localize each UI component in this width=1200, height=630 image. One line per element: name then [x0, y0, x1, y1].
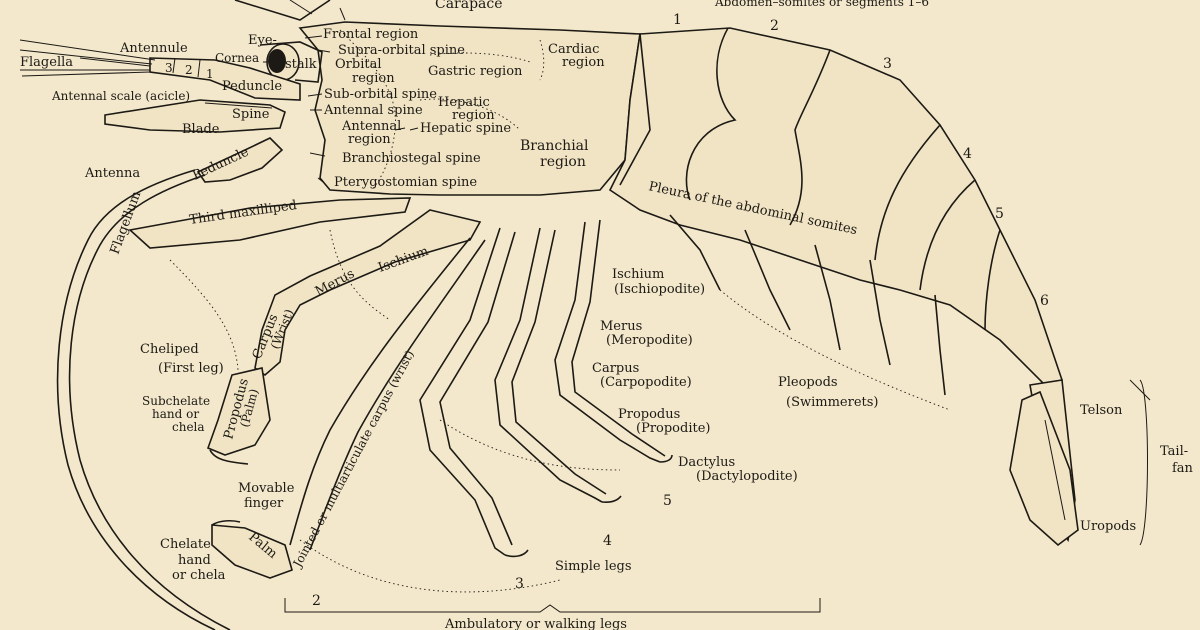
label-frontal-region: Frontal region — [323, 27, 419, 42]
label-orbital-1: Orbital — [335, 57, 381, 72]
label-antennal-spine: Antennal spine — [323, 103, 423, 118]
label-movable-1: Movable — [238, 481, 295, 496]
label-hepatic-spine: Hepatic spine — [420, 121, 511, 136]
label-antennule: Antennule — [119, 41, 188, 56]
label-chelate-1: Chelate — [160, 537, 211, 552]
label-carpus-leg-1: Carpus — [592, 361, 639, 376]
label-propodus-leg-2: (Propodite) — [636, 421, 710, 436]
label-suborbital-spine: Sub-orbital spine — [324, 87, 437, 102]
label-subchelate-3: chela — [172, 420, 205, 434]
label-tailfan-1: Tail- — [1160, 444, 1188, 459]
label-seg-4: 4 — [963, 146, 972, 162]
label-carapace: Carapace — [435, 0, 503, 12]
label-chelate-3: or chela — [172, 568, 226, 583]
shrimp-body-drawing — [19, 0, 1079, 630]
label-cornea: Cornea — [215, 51, 259, 65]
label-ischium-leg-2: (Ischiopodite) — [614, 282, 705, 297]
label-simple-legs: Simple legs — [555, 559, 632, 574]
label-carpus-leg-2: (Carpopodite) — [600, 375, 692, 390]
label-seg-1: 1 — [673, 12, 682, 28]
abdomen-outline — [608, 27, 1063, 392]
label-movable-2: finger — [244, 496, 284, 511]
label-seg-2: 2 — [770, 18, 779, 34]
label-eye: Eye- — [248, 33, 277, 48]
label-orbital-2: region — [352, 71, 395, 86]
label-leg-num-4: 4 — [603, 533, 612, 549]
label-dactylus-2: (Dactylopodite) — [696, 469, 798, 484]
label-seg-3: 3 — [883, 56, 892, 72]
label-abdomen: Abdomen–somites or segments 1–6 — [714, 0, 929, 9]
label-subchelate-1: Subchelate — [142, 394, 210, 408]
label-branchial-2: region — [540, 154, 586, 170]
label-walking-legs: Ambulatory or walking legs — [444, 617, 627, 630]
label-leg-num-2: 2 — [312, 593, 321, 609]
label-antenna: Antenna — [84, 166, 140, 181]
label-antennule-seg-3: 3 — [165, 61, 173, 75]
label-jointed-carpus: Jointed or multiarticulate carpus (wrist… — [289, 348, 417, 571]
label-antennule-seg-2: 2 — [185, 63, 193, 77]
label-cardiac-1: Cardiac — [548, 42, 599, 57]
label-cheliped-1: Cheliped — [140, 342, 199, 357]
label-branchial-1: Branchial — [520, 138, 589, 154]
label-antennal-region-2: region — [348, 132, 391, 147]
label-antennule-seg-1: 1 — [206, 67, 214, 81]
label-telson: Telson — [1080, 403, 1123, 418]
label-hepatic-region-1: Hepatic — [438, 95, 490, 110]
label-pleopods-2: (Swimmerets) — [786, 395, 879, 410]
label-leg-num-3: 3 — [515, 576, 524, 592]
label-dactylus-1: Dactylus — [678, 455, 735, 470]
label-merus-leg-1: Merus — [600, 319, 642, 334]
cornea-shape — [268, 49, 286, 73]
label-spine: Spine — [232, 107, 270, 122]
label-hepatic-region-2: region — [452, 108, 495, 123]
label-stalk: stalk — [285, 57, 317, 72]
label-cheliped-2: (First leg) — [158, 361, 224, 376]
carapace-outline — [298, 21, 641, 196]
label-chelate-2: hand — [178, 553, 211, 568]
label-branchiostegal-spine: Branchiostegal spine — [342, 151, 481, 166]
label-pterygostomian-spine: Pterygostomian spine — [334, 175, 477, 190]
label-flagella: Flagella — [20, 55, 73, 70]
label-gastric-region: Gastric region — [428, 64, 523, 79]
label-ischium-leg-1: Ischium — [612, 267, 664, 282]
label-uropods: Uropods — [1080, 519, 1136, 534]
label-seg-6: 6 — [1040, 293, 1049, 309]
label-propodus-leg-1: Propodus — [618, 407, 680, 422]
label-tailfan-2: fan — [1172, 461, 1194, 476]
label-flagellum: Flagellum — [108, 189, 145, 256]
label-peduncle-antennule: Peduncle — [222, 79, 282, 94]
label-cardiac-2: region — [562, 55, 605, 70]
label-pleopods-1: Pleopods — [778, 375, 838, 390]
label-pointers — [263, 7, 1151, 613]
label-antennal-region-1: Antennal — [341, 119, 401, 134]
label-antennal-scale: Antennal scale (acicle) — [51, 89, 190, 103]
label-seg-5: 5 — [995, 206, 1004, 222]
label-merus-leg-2: (Meropodite) — [606, 333, 693, 348]
label-blade: Blade — [182, 122, 220, 137]
label-leg-num-5: 5 — [663, 493, 672, 509]
label-supraorbital-spine: Supra-orbital spine — [338, 43, 465, 58]
label-subchelate-2: hand or — [152, 407, 199, 421]
